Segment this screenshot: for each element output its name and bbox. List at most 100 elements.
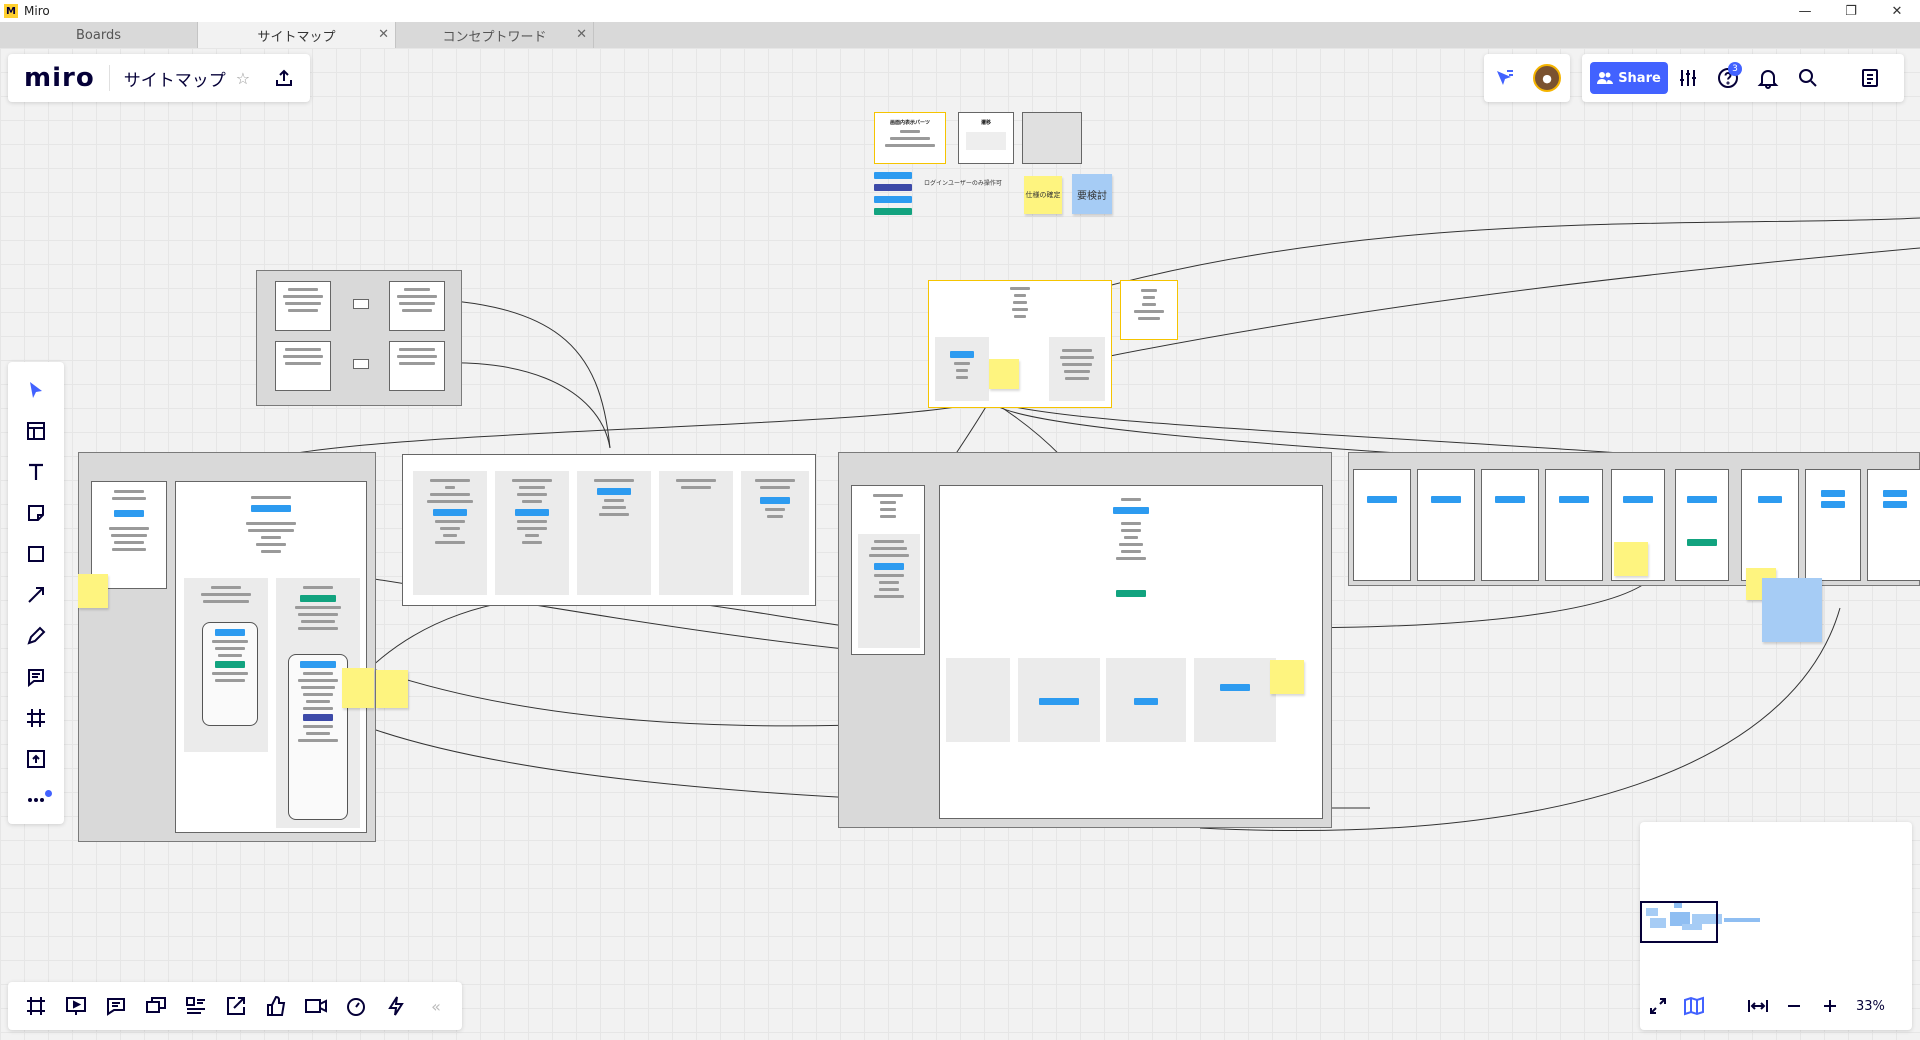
- help-badge: 3: [1728, 62, 1742, 76]
- help-icon[interactable]: 3: [1708, 58, 1748, 98]
- cards-icon[interactable]: [176, 986, 216, 1026]
- miro-logo[interactable]: miro: [24, 63, 95, 93]
- legend-note-login: ログインユーザーのみ操作可: [924, 180, 1002, 187]
- sticky-note-icon[interactable]: [16, 493, 56, 533]
- zoom-out-icon[interactable]: [1776, 988, 1812, 1024]
- user-tab-section: [946, 658, 1010, 742]
- minimap-panel: 33%: [1640, 822, 1912, 1030]
- product-comments-section: [276, 578, 360, 828]
- sticky-note[interactable]: [989, 359, 1019, 389]
- share-button[interactable]: Share: [1590, 62, 1668, 94]
- tab-boards[interactable]: Boards: [0, 22, 198, 48]
- map-icon[interactable]: [1676, 988, 1712, 1024]
- shape-icon[interactable]: [16, 534, 56, 574]
- comments-icon[interactable]: [96, 986, 136, 1026]
- sticky-note[interactable]: [1614, 542, 1648, 576]
- header-user-menu: [1049, 337, 1105, 401]
- select-icon[interactable]: [16, 370, 56, 410]
- frame-user[interactable]: [838, 452, 1332, 828]
- user-tab-section: [1018, 658, 1100, 742]
- tab-label: サイトマップ: [257, 29, 336, 45]
- top-section: [413, 471, 487, 595]
- tab-sitemap[interactable]: サイトマップ ✕: [198, 22, 396, 48]
- video-icon[interactable]: [296, 986, 336, 1026]
- legend-sticky-yellow[interactable]: 仕様の確定: [1024, 176, 1062, 214]
- top-right-toolbar: Share 3: [1582, 54, 1904, 102]
- collaboration-toolbar: «: [8, 982, 462, 1030]
- upload-icon[interactable]: [16, 739, 56, 779]
- star-icon[interactable]: ☆: [235, 68, 251, 88]
- upload-icon[interactable]: [270, 64, 298, 92]
- minimize-icon[interactable]: —: [1798, 3, 1812, 19]
- frame-auth[interactable]: [256, 270, 462, 406]
- zoom-in-icon[interactable]: [1812, 988, 1848, 1024]
- frame-icon[interactable]: [16, 698, 56, 738]
- tab-label: Boards: [76, 27, 121, 43]
- legend-pill-blue: [874, 172, 912, 179]
- presentation-pointer-icon[interactable]: [1493, 67, 1515, 89]
- sticky-note[interactable]: [342, 668, 374, 708]
- header-sub-menu: [935, 337, 989, 401]
- tab-close-icon[interactable]: ✕: [378, 27, 389, 42]
- tab-concept-words[interactable]: コンセプトワード ✕: [396, 22, 594, 48]
- board-title[interactable]: サイトマップ: [123, 70, 226, 91]
- comment-list: [288, 654, 348, 820]
- board-header-panel: miro サイトマップ ☆: [8, 54, 310, 102]
- miro-app-icon: M: [4, 4, 18, 18]
- tab-label: コンセプトワード: [442, 29, 547, 45]
- collapse-icon[interactable]: «: [431, 996, 441, 1016]
- card-login: [389, 281, 445, 331]
- presentation-icon[interactable]: [56, 986, 96, 1026]
- close-icon[interactable]: ✕: [1891, 3, 1903, 19]
- user-tab-section: [1194, 658, 1276, 742]
- legend-box-title: 画面内表示パーツ: [890, 120, 930, 126]
- window-titlebar: M Miro — ❐ ✕: [0, 0, 1920, 22]
- notification-dot: [45, 790, 52, 797]
- frames-icon[interactable]: [16, 986, 56, 1026]
- timer-icon[interactable]: [336, 986, 376, 1026]
- card-user-page: [939, 485, 1323, 819]
- connector-icon[interactable]: [16, 575, 56, 615]
- legend-box-frame: [1022, 112, 1082, 164]
- sticky-note[interactable]: [1270, 660, 1304, 694]
- vote-icon[interactable]: [256, 986, 296, 1026]
- minimap-controls: 33%: [1640, 982, 1912, 1030]
- tab-bar: Boards サイトマップ ✕ コンセプトワード ✕: [0, 22, 1920, 48]
- sticky-note[interactable]: [376, 670, 408, 708]
- legend-pill-blue2: [874, 196, 912, 203]
- window-title: Miro: [24, 4, 50, 18]
- frame-product[interactable]: [78, 452, 376, 842]
- sticky-note[interactable]: [78, 574, 108, 608]
- frame-top[interactable]: [402, 454, 816, 606]
- lightning-icon[interactable]: [376, 986, 416, 1026]
- pen-icon[interactable]: [16, 616, 56, 656]
- legend-box-title: 遷移: [980, 120, 991, 126]
- card-header: [928, 280, 1112, 408]
- fit-width-icon[interactable]: [1740, 988, 1776, 1024]
- minimap[interactable]: [1640, 822, 1912, 982]
- settings-sliders-icon[interactable]: [1668, 58, 1708, 98]
- board-canvas[interactable]: 画面内表示パーツ 遷移 ログインユーザーのみ操作可 仕様の確定 要検討: [0, 48, 1920, 1040]
- share-screen-icon[interactable]: [216, 986, 256, 1026]
- tab-close-icon[interactable]: ✕: [576, 27, 587, 42]
- avatar[interactable]: ●: [1533, 64, 1561, 92]
- search-icon[interactable]: [1788, 58, 1828, 98]
- sticky-note-blue[interactable]: [1762, 578, 1822, 642]
- zoom-level[interactable]: 33%: [1856, 998, 1885, 1014]
- legend-sticky-blue[interactable]: 要検討: [1072, 174, 1112, 214]
- more-icon[interactable]: [16, 780, 56, 820]
- comment-icon[interactable]: [16, 657, 56, 697]
- legend-pill-green: [874, 208, 912, 215]
- bell-icon[interactable]: [1748, 58, 1788, 98]
- card-password-reset: [275, 341, 331, 391]
- card-product-detail: [175, 481, 367, 833]
- notes-panel-icon[interactable]: [1850, 58, 1890, 98]
- text-icon[interactable]: [16, 452, 56, 492]
- transition-box: [353, 359, 369, 369]
- minimap-viewport[interactable]: [1640, 901, 1718, 943]
- screens-icon[interactable]: [136, 986, 176, 1026]
- restore-icon[interactable]: ❐: [1845, 3, 1857, 19]
- product-files-section: [184, 578, 268, 752]
- templates-icon[interactable]: [16, 411, 56, 451]
- fullscreen-icon[interactable]: [1640, 988, 1676, 1024]
